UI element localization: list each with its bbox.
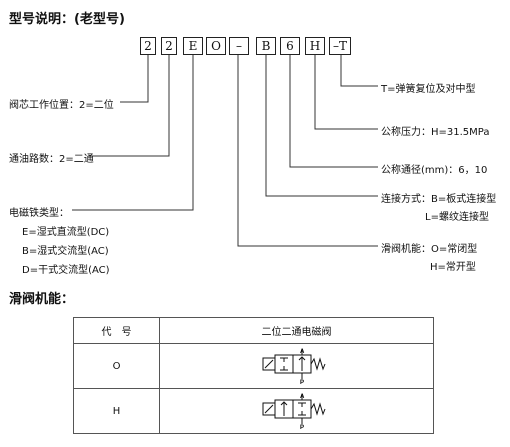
code-box-1: 2: [140, 37, 156, 55]
label-oil-ports: 通油路数：2=二通: [9, 154, 94, 165]
table-row: H: [73, 388, 434, 434]
label-spring-return: T=弹簧复位及对中型: [381, 84, 476, 95]
label-spool-function: 滑阀机能：O=常闭型: [381, 244, 478, 255]
code-box-2: 2: [161, 37, 177, 55]
code-box-8: H: [305, 37, 325, 55]
code-box-9: –T: [329, 37, 351, 55]
label-connection-alt: L=螺纹连接型: [425, 212, 489, 223]
row-code-h: H: [73, 388, 160, 434]
solenoid-option-b: B=湿式交流型(AC): [22, 246, 109, 257]
label-nominal-bore: 公称通径(mm)：6，10: [381, 165, 488, 176]
valve-symbol-h: A P: [262, 393, 325, 431]
label-spool-position: 阀芯工作位置：2=二位: [9, 100, 114, 111]
valve-symbol-o: A P: [262, 348, 325, 386]
code-box-6: B: [256, 37, 276, 55]
valve-symbol-cell-o: A P: [159, 343, 434, 389]
header-code: 代 号: [73, 317, 160, 344]
port-p-label: P: [300, 380, 304, 385]
section-title-spool-function: 滑阀机能：: [9, 292, 75, 307]
solenoid-option-d: D=干式交流型(AC): [22, 265, 110, 276]
valve-symbol-cell-h: A P: [159, 388, 434, 434]
label-connection: 连接方式：B=板式连接型: [381, 194, 497, 205]
code-box-7: 6: [280, 37, 300, 55]
label-solenoid-type: 电磁铁类型：: [9, 208, 69, 219]
page-title: 型号说明：(老型号): [9, 12, 125, 27]
port-p-label: P: [300, 425, 304, 430]
row-code-o: O: [73, 343, 160, 389]
table-header-row: 代 号 二位二通电磁阀: [73, 317, 434, 344]
port-a-label: A: [300, 349, 305, 355]
port-a-label: A: [300, 394, 305, 400]
label-spool-function-alt: H=常开型: [430, 262, 476, 273]
spool-function-table: 代 号 二位二通电磁阀 O: [73, 317, 434, 434]
solenoid-option-e: E=湿式直流型(DC): [22, 227, 110, 238]
code-box-3: E: [183, 37, 203, 55]
code-box-5: –: [229, 37, 249, 55]
label-nominal-pressure: 公称压力：H=31.5MPa: [381, 127, 490, 138]
header-valve: 二位二通电磁阀: [159, 317, 434, 344]
table-row: O: [73, 343, 434, 389]
code-box-4: O: [206, 37, 226, 55]
